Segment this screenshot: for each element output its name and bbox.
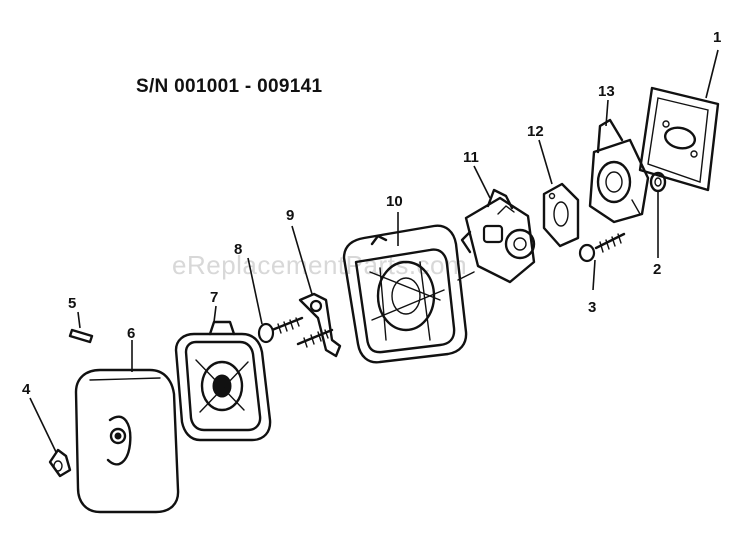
callout-13: 13 bbox=[598, 83, 615, 100]
part-12-gasket bbox=[538, 139, 580, 248]
callout-8: 8 bbox=[234, 241, 243, 258]
part-3-screw bbox=[578, 232, 626, 291]
part-1-gasket bbox=[638, 49, 720, 192]
part-10-filter-base bbox=[342, 212, 468, 364]
callout-4: 4 bbox=[22, 381, 31, 398]
callout-7: 7 bbox=[210, 289, 219, 306]
callout-9: 9 bbox=[286, 207, 295, 224]
part-11-carburetor bbox=[460, 165, 536, 284]
callout-11: 11 bbox=[463, 149, 479, 166]
part-5-pin bbox=[68, 311, 94, 344]
part-6-filter-cover bbox=[74, 340, 180, 514]
part-2-nut bbox=[649, 171, 667, 258]
callout-12: 12 bbox=[527, 123, 544, 140]
callout-3: 3 bbox=[588, 299, 597, 316]
part-4-knob bbox=[29, 397, 72, 478]
callout-1: 1 bbox=[713, 29, 722, 46]
part-9-bracket bbox=[291, 225, 342, 358]
callout-2: 2 bbox=[653, 261, 662, 278]
part-8-bolt bbox=[247, 257, 334, 348]
callout-5: 5 bbox=[68, 295, 77, 312]
callout-10: 10 bbox=[386, 193, 403, 210]
part-13-insulator bbox=[588, 99, 650, 224]
serial-number-range: S/N 001001 - 009141 bbox=[136, 76, 323, 97]
callout-6: 6 bbox=[127, 325, 136, 342]
part-7-filter-element bbox=[174, 305, 272, 442]
